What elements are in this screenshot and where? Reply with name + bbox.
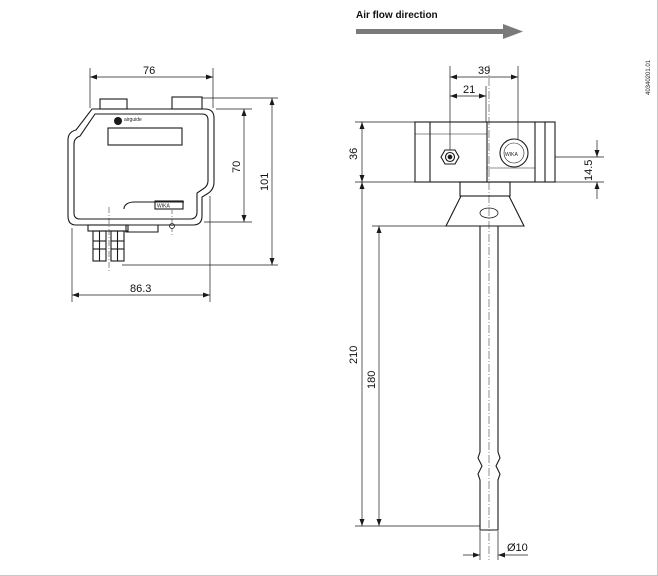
- pressure-port-hex: [440, 149, 460, 165]
- side-dimensions: [355, 66, 604, 560]
- brand-label: WIKA: [157, 204, 170, 210]
- mounting-flange: [445, 195, 525, 227]
- dim-side-head-height: 36: [348, 148, 360, 160]
- display-window: [107, 127, 183, 146]
- gland-base: [87, 224, 129, 232]
- housing-outline: [67, 108, 215, 226]
- lower-ridge: [123, 201, 184, 210]
- dim-front-height-inner: 70: [231, 161, 243, 173]
- dim-probe-total: 210: [348, 346, 360, 364]
- dim-front-width-bottom: 86.3: [130, 283, 151, 295]
- side-view: [414, 65, 556, 560]
- airflow-label: Air flow direction: [356, 10, 438, 21]
- dim-probe-length: 180: [366, 371, 378, 389]
- housing-head: [414, 121, 556, 183]
- airflow-arrow-icon: [356, 24, 523, 39]
- housing-inner-outline: [73, 113, 209, 220]
- logo-text: airguide: [124, 117, 142, 123]
- front-dimensions: [71, 68, 278, 302]
- dim-side-width-mid: 21: [463, 84, 475, 96]
- mounting-tab-right: [171, 96, 203, 110]
- dim-front-width-top: 76: [143, 65, 155, 77]
- bottom-connector: [125, 225, 159, 233]
- dim-side-right-height: 14.5: [583, 160, 595, 181]
- dim-probe-diameter: Ø10: [507, 542, 528, 554]
- cable-gland-round: [499, 138, 529, 168]
- front-view: [67, 96, 215, 272]
- flange-collar: [459, 181, 511, 197]
- logo-icon: airguide: [114, 117, 142, 125]
- mounting-tab-left: [99, 98, 128, 110]
- dim-front-height-total: 101: [259, 173, 271, 191]
- brand-plate: [154, 200, 184, 210]
- dim-side-width-top: 39: [478, 65, 490, 77]
- head-badge: WIKA: [505, 152, 518, 158]
- document-code: 40340201.01: [646, 59, 652, 95]
